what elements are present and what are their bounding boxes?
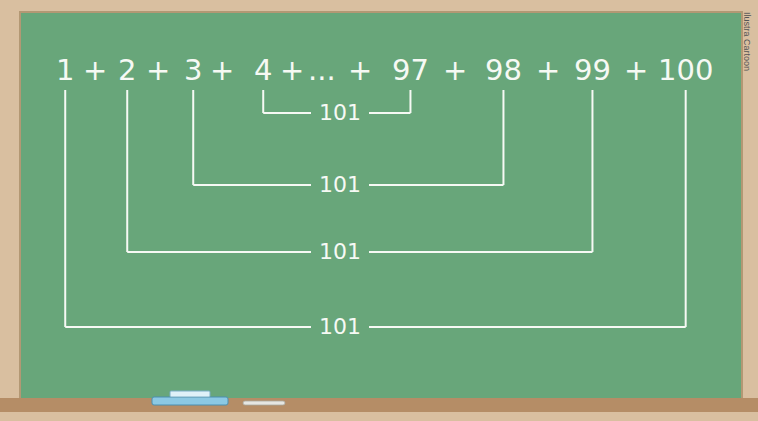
plus-sign: + <box>146 56 170 85</box>
bracket-line <box>369 184 503 186</box>
addend-number: 99 <box>574 56 611 85</box>
plus-sign: + <box>536 56 560 85</box>
plus-sign: + <box>280 56 304 85</box>
watermark: Ilustra Cartoon <box>742 12 752 71</box>
plus-sign: + <box>443 56 467 85</box>
bracket-line <box>193 184 311 186</box>
bracket-line <box>591 90 593 252</box>
bracket-line <box>263 112 311 114</box>
bracket-line <box>127 251 311 253</box>
sum-label: 101 <box>319 241 361 263</box>
board-edge <box>20 12 742 400</box>
plus-sign: + <box>348 56 372 85</box>
bracket-line <box>192 90 194 185</box>
plus-sign: + <box>210 56 234 85</box>
plus-sign: + <box>624 56 648 85</box>
eraser-top <box>170 391 210 397</box>
addend-number: 3 <box>184 56 202 85</box>
bracket-line <box>262 90 264 113</box>
sum-label: 101 <box>319 174 361 196</box>
addend-number: 98 <box>485 56 522 85</box>
bracket-line <box>502 90 504 185</box>
bracket-line <box>685 90 687 327</box>
bracket-line <box>369 326 686 328</box>
chalk-ledge <box>0 398 758 412</box>
plus-sign: + <box>83 56 107 85</box>
bracket-line <box>369 251 592 253</box>
addend-number: 97 <box>392 56 429 85</box>
sum-label: 101 <box>319 102 361 124</box>
eraser <box>152 397 228 405</box>
addend-number: 1 <box>56 56 74 85</box>
addend-number: 4 <box>254 56 272 85</box>
bracket-line <box>65 326 311 328</box>
frame-bottom <box>0 412 758 421</box>
board-surface <box>20 12 742 400</box>
bracket-line <box>369 112 410 114</box>
bracket-line <box>126 90 128 252</box>
bracket-line <box>409 90 411 113</box>
sum-label: 101 <box>319 316 361 338</box>
addend-number: 2 <box>118 56 136 85</box>
bracket-line <box>64 90 66 327</box>
addend-number: 100 <box>658 56 713 85</box>
addend-number: ... <box>308 56 336 85</box>
chalk-stick <box>243 401 285 405</box>
